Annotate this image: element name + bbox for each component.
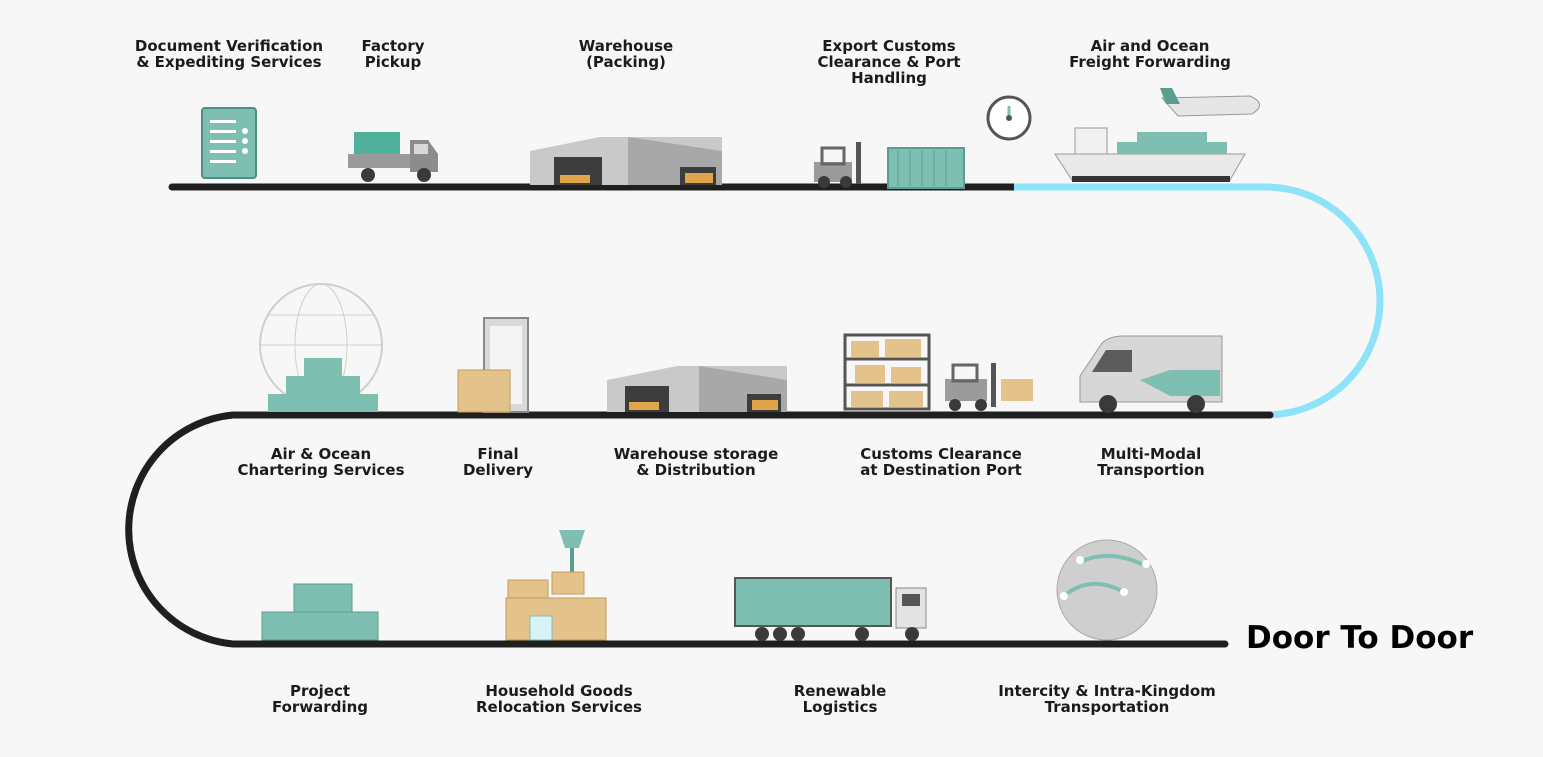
step-label-warehouse-packing: Warehouse (Packing) bbox=[578, 37, 674, 71]
step-label-export-customs: Export Customs Clearance & Port Handling bbox=[817, 37, 961, 87]
globe-containers-icon bbox=[259, 283, 383, 412]
route-track bbox=[125, 183, 1384, 648]
step-label-renewable-logistics: Renewable Logistics bbox=[793, 682, 887, 716]
warehouse-icon bbox=[530, 137, 722, 185]
step-label-intercity: Intercity & Intra-Kingdom Transportation bbox=[998, 682, 1216, 716]
step-label-multi-modal: Multi-Modal Transportion bbox=[1097, 445, 1205, 479]
forklift-container-icon bbox=[814, 142, 965, 189]
sea-track-curve bbox=[1014, 183, 1384, 419]
step-label-document-verification: Document Verification & Expediting Servi… bbox=[134, 37, 324, 71]
pickup-truck-icon bbox=[348, 132, 438, 182]
ship-plane-icon bbox=[1054, 88, 1260, 182]
warehouse-storage-icon bbox=[607, 366, 787, 412]
step-label-freight-forwarding: Air and Ocean Freight Forwarding bbox=[1069, 37, 1231, 71]
containers-stack-icon bbox=[261, 583, 379, 641]
step-label-factory-pickup: Factory Pickup bbox=[361, 37, 425, 71]
document-checklist-icon bbox=[201, 107, 257, 179]
semi-truck-icon bbox=[734, 577, 927, 641]
household-boxes-icon bbox=[505, 530, 607, 641]
step-label-project-forwarding: Project Forwarding bbox=[271, 682, 368, 716]
door-to-door-title: Door To Door bbox=[1246, 620, 1474, 656]
track-segment-lower bbox=[125, 411, 1274, 648]
step-label-household-goods: Household Goods Relocation Services bbox=[476, 682, 642, 716]
door-box-icon bbox=[457, 317, 529, 413]
step-label-customs-destination: Customs Clearance at Destination Port bbox=[860, 445, 1022, 479]
van-icon bbox=[1079, 335, 1223, 413]
step-label-warehouse-storage: Warehouse storage & Distribution bbox=[613, 445, 779, 479]
clock-icon bbox=[986, 95, 1032, 141]
step-label-chartering: Air & Ocean Chartering Services bbox=[237, 445, 405, 479]
step-label-final-delivery: Final Delivery bbox=[462, 445, 534, 479]
shelves-forklift-icon bbox=[843, 333, 1033, 411]
route-globe-icon bbox=[1056, 539, 1158, 641]
